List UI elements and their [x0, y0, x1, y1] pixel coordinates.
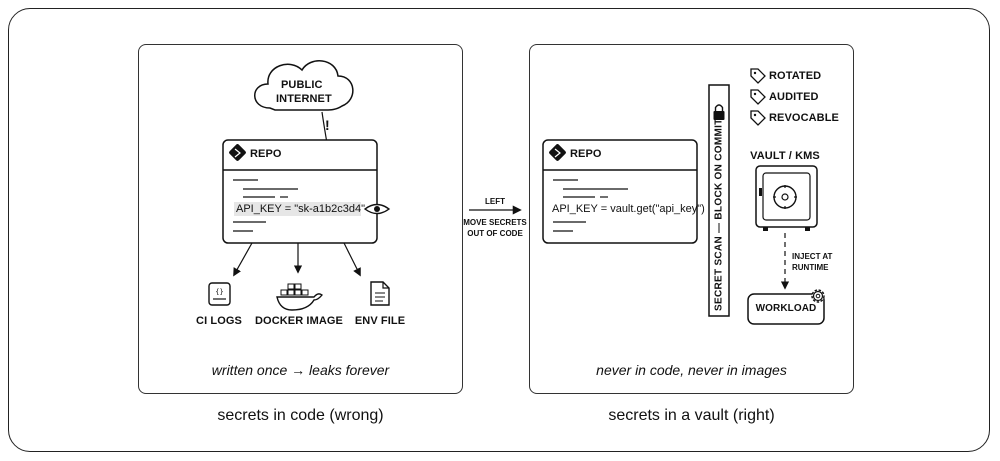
- right-title: secrets in a vault (right): [608, 407, 775, 424]
- left-secret-line: API_KEY = "sk-a1b2c3d4": [236, 203, 365, 215]
- middle-label-line1: LEFT: [485, 197, 505, 206]
- svg-text:{}: {}: [215, 288, 223, 296]
- right-footer: never in code, never in images: [596, 362, 787, 378]
- eye-icon: [363, 203, 391, 215]
- cloud-label-line1: PUBLIC: [281, 79, 323, 91]
- outer-frame: [8, 8, 990, 452]
- exposure-mark: !: [325, 117, 330, 133]
- vault-safe-icon: [755, 165, 818, 231]
- tag-rotated: ROTATED: [769, 70, 822, 82]
- tag-icon: [750, 68, 766, 84]
- workload-box: [747, 293, 825, 325]
- ci-logs-label: CI LOGS: [196, 315, 242, 327]
- inject-label-line2: RUNTIME: [792, 263, 829, 272]
- right-repo-label: REPO: [570, 148, 602, 160]
- tag-icon: [750, 89, 766, 105]
- left-repo-label: REPO: [250, 148, 282, 160]
- lock-icon: [713, 104, 725, 120]
- ci-logs-icon: {}: [208, 282, 231, 306]
- middle-label-line2: MOVE SECRETS: [463, 218, 527, 227]
- tag-revocable: REVOCABLE: [769, 112, 839, 124]
- left-repo-window: [222, 139, 378, 244]
- right-secret-line: API_KEY = vault.get("api_key"): [552, 203, 705, 215]
- right-repo-window: [542, 139, 698, 244]
- left-title: secrets in code (wrong): [217, 407, 384, 424]
- tag-audited: AUDITED: [769, 91, 819, 103]
- gear-icon: [811, 289, 825, 303]
- scan-bar-frame: [708, 84, 730, 317]
- tag-icon: [750, 110, 766, 126]
- cloud-icon: [254, 60, 354, 111]
- vault-label: VAULT / KMS: [750, 150, 820, 162]
- file-icon: [370, 281, 390, 306]
- left-footer: written once → leaks forever: [211, 362, 390, 378]
- docker-image-label: DOCKER IMAGE: [255, 315, 343, 327]
- right-panel: [529, 44, 854, 394]
- env-file-label: ENV FILE: [354, 315, 406, 327]
- cloud-label-line2: INTERNET: [276, 93, 332, 105]
- middle-label-line3: OUT OF CODE: [467, 229, 523, 238]
- workload-label: WORKLOAD: [755, 303, 817, 314]
- scan-bar-label: SECRET SCAN — BLOCK ON COMMIT: [713, 118, 725, 311]
- docker-whale-icon: [276, 283, 323, 311]
- inject-label-line1: INJECT AT: [792, 252, 833, 261]
- left-panel: [138, 44, 463, 394]
